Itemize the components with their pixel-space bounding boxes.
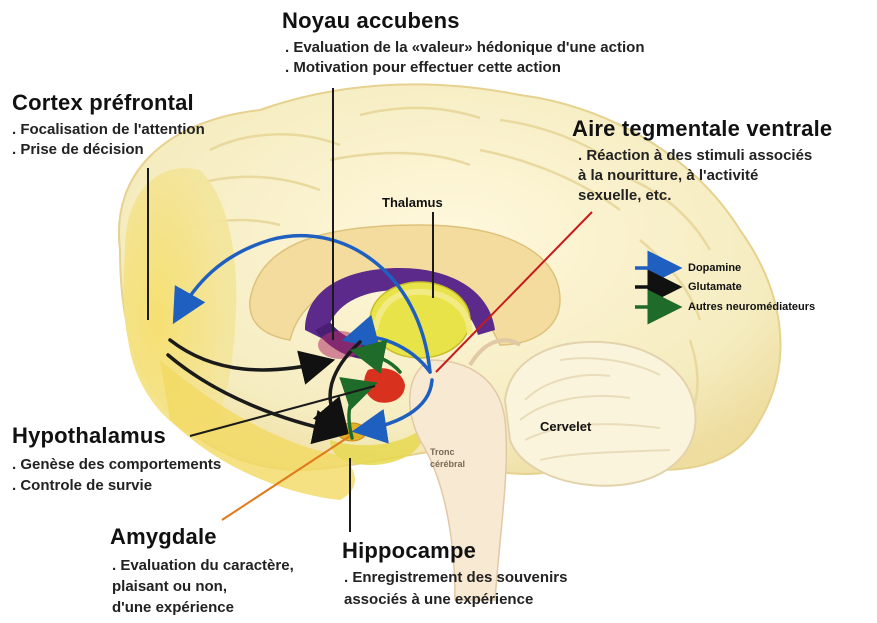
legend-glutamate: Glutamate [688, 281, 742, 293]
noyau-title: Noyau accubens [282, 10, 460, 32]
cortex-title: Cortex préfrontal [12, 92, 194, 114]
cerebellum-shape [505, 342, 696, 486]
brainstem-shape [410, 360, 507, 600]
amygdale-line-3: d'une expérience [112, 598, 234, 618]
thalamus-label: Thalamus [382, 196, 443, 209]
amygdale-line-2: plaisant ou non, [112, 577, 227, 597]
cervelet-label: Cervelet [540, 420, 591, 433]
hypothalamus-line-2: . Controle de survie [12, 476, 152, 496]
aire-line-1: . Réaction à des stimuli associés [578, 146, 812, 166]
hypothalamus-title: Hypothalamus [12, 425, 166, 447]
amygdale-line-1: . Evaluation du caractère, [112, 556, 294, 576]
noyau-line-2: . Motivation pour effectuer cette action [285, 58, 561, 78]
noyau-line-1: . Evaluation de la «valeur» hédonique d'… [285, 38, 644, 58]
cortex-line-1: . Focalisation de l'attention [12, 120, 205, 140]
hippocampe-title: Hippocampe [342, 540, 476, 562]
legend-autres: Autres neuromédiateurs [688, 301, 815, 313]
aire-title: Aire tegmentale ventrale [572, 118, 832, 140]
hypothalamus-line-1: . Genèse des comportements [12, 455, 221, 475]
tronc-label-1: Tronc [430, 448, 455, 457]
tronc-label-2: cérébral [430, 460, 465, 469]
aire-line-2: à la nouritture, à l'activité [578, 166, 758, 186]
cortex-line-2: . Prise de décision [12, 140, 144, 160]
hippocampe-line-1: . Enregistrement des souvenirs [344, 568, 567, 588]
legend-dopamine: Dopamine [688, 262, 741, 274]
hippocampe-line-2: associés à une expérience [344, 590, 533, 610]
amygdale-title: Amygdale [110, 526, 217, 548]
aire-line-3: sexuelle, etc. [578, 186, 671, 206]
